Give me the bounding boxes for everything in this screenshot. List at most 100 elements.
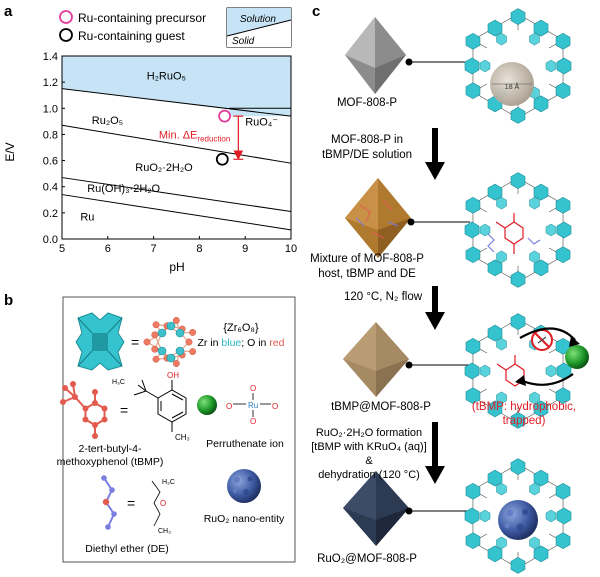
perruthenate-sphere-icon (197, 395, 217, 415)
h3c-label-tbmp: H₃C (112, 379, 125, 386)
x-tick-label: 7 (151, 243, 157, 255)
phase-boundary-4 (61, 194, 292, 231)
arrow3-label-3: & (365, 455, 373, 467)
tbmp-label-1: 2-tert-butyl-4- (78, 443, 142, 455)
panel-a: a Ru-containing precursor Ru-containing … (3, 3, 297, 274)
arrow3-label-4: dehydration (120 °C) (318, 469, 420, 481)
tbmp-structure-icon (133, 379, 187, 432)
mof-framework-1 (464, 8, 572, 124)
panel-b: b = {Zr₆O₈} Zr in blue; O in red = OH (4, 292, 296, 563)
perruthenate-structure-icon: O Ru O O O (226, 384, 278, 426)
step4-label: RuO₂@MOF-808-P (317, 553, 417, 565)
step1-label: MOF-808-P (337, 97, 397, 109)
y-tick-label: 0.8 (43, 129, 58, 141)
de-in-pore-icon (487, 233, 541, 253)
x-tick-label: 8 (196, 243, 202, 255)
trapped-label-2: trapped) (503, 415, 546, 427)
panel-b-label: b (4, 292, 13, 309)
equals-1: = (131, 334, 139, 350)
equals-2: = (120, 402, 128, 418)
zr-cluster-icon (143, 317, 197, 367)
octahedron-mixture-icon (345, 178, 411, 258)
equals-3: = (127, 495, 135, 511)
solution-region (62, 56, 291, 117)
y-tick-label: 1.2 (43, 77, 58, 89)
x-tick-label: 10 (285, 243, 297, 255)
arrow1-label-2: tBMP/DE solution (322, 149, 412, 161)
species-ru2o5: Ru₂O₅ (92, 115, 123, 127)
mof-framework-2 (464, 172, 572, 288)
curved-arrow-top-head-icon (569, 336, 580, 347)
inset-solution: Solution (240, 14, 277, 25)
legend-precursor: Ru-containing precursor (78, 11, 206, 25)
de-atoms (101, 475, 117, 530)
inset-solid: Solid (232, 36, 255, 47)
species-ru: Ru (80, 212, 94, 224)
x-axis-label: pH (169, 260, 184, 274)
de-structure-icon (151, 480, 161, 527)
step2-label-1: Mixture of MOF-808-P (310, 253, 424, 265)
mof-cage-icon (75, 312, 125, 371)
svg-text:Ru: Ru (248, 401, 258, 410)
connectors (409, 61, 470, 512)
pore-size-label: 18 Å (505, 82, 520, 91)
svg-text:O: O (272, 402, 278, 411)
precursor-point (218, 109, 231, 123)
perruthenate-label: Perruthenate ion (206, 438, 284, 450)
y-tick-label: 0.4 (43, 182, 58, 194)
perruthenate-guest-icon (565, 345, 589, 369)
ruo2-nano-label: RuO₂ nano-entity (204, 513, 285, 525)
tbmp-label-2: methoxyphenol (tBMP) (57, 456, 164, 468)
species-ruo4: RuO₄⁻ (245, 116, 278, 128)
y-tick-label: 0.2 (43, 208, 58, 220)
o-label-de: O (160, 499, 166, 508)
arrow3-label-1: RuO₂·2H₂O formation (316, 427, 422, 439)
svg-text:O: O (226, 402, 232, 411)
connector-dots (405, 58, 415, 515)
octahedron-tbmp-icon (343, 322, 409, 397)
curved-arrow-bottom-head-icon (515, 375, 526, 386)
y-tick-label: 0.0 (43, 234, 58, 246)
arrow3-label-2: [tBMP with KRuO₄ (aq)] (311, 441, 427, 453)
ruo2-in-pore-icon (498, 500, 538, 540)
ch3-label-de: CH₃ (158, 528, 171, 535)
panel-a-label: a (4, 3, 13, 20)
trapped-label-1: (tBMP: hydrophobic, (472, 401, 576, 413)
guest-point (215, 152, 229, 166)
species-ruoh3: Ru(OH)₃·2H₂O (87, 183, 160, 195)
precursor-marker-icon (59, 10, 73, 24)
species-ruo2: RuO₂·2H₂O (135, 162, 193, 174)
x-tick-label: 6 (105, 243, 111, 255)
panel-c: c (310, 3, 589, 574)
tbmp-molecule-icon (60, 381, 108, 439)
zr-description: Zr in blue; O in red (198, 337, 285, 349)
delta-e-annotation: Min. ΔEreduction (159, 129, 230, 143)
plot-frame (61, 55, 292, 240)
h3c-label-de: H₃C (162, 479, 175, 486)
solution-solid-inset: Solution Solid (226, 7, 292, 48)
phase-boundary-1 (61, 88, 292, 117)
step3-label: tBMP@MOF-808-P (331, 401, 431, 413)
oh-label: OH (167, 371, 179, 380)
x-tick-label: 5 (59, 243, 65, 255)
y-tick-label: 1.4 (43, 51, 58, 63)
y-axis-label: E/V (3, 142, 17, 161)
svg-text:O: O (250, 384, 256, 393)
species-h2ruo5: H₂RuO₅ (147, 71, 186, 83)
y-tick-label: 0.6 (43, 156, 58, 168)
tbmp-in-pore-icon (495, 213, 524, 254)
x-tick-label: 9 (242, 243, 248, 255)
octahedron-ruo2-icon (343, 471, 409, 546)
y-tick-label: 1.0 (43, 103, 58, 115)
guest-marker-icon (59, 28, 73, 42)
ch3-label-tbmp: CH₃ (175, 433, 190, 442)
arrow1-label-1: MOF-808-P in (331, 134, 403, 146)
svg-text:O: O (250, 417, 256, 426)
ruo2-nano-entity-icon (227, 469, 261, 503)
zr-formula: {Zr₆O₈} (223, 322, 259, 334)
mof-framework-3 (464, 313, 572, 429)
process-arrows (425, 128, 445, 484)
